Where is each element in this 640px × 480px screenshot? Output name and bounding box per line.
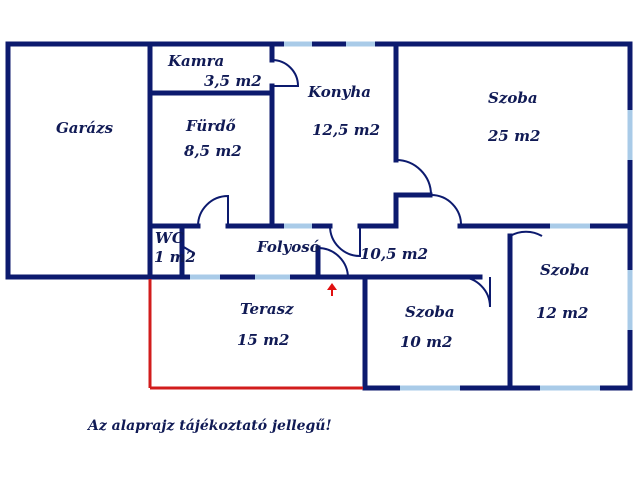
room-name-folyoso: Folyosó [256, 238, 320, 256]
room-area-szoba-large: 25 m2 [487, 127, 540, 145]
room-name-konyha: Konyha [307, 83, 371, 101]
windows [190, 41, 633, 391]
room-name-szoba-right: Szoba [540, 261, 590, 279]
room-name-garazs: Garázs [56, 119, 114, 137]
room-name-furdo: Fürdő [185, 117, 236, 135]
room-name-szoba-small: Szoba [405, 303, 455, 321]
room-name-wc: WC [155, 229, 184, 247]
room-area-terasz: 15 m2 [237, 331, 289, 349]
terrace-outline [148, 279, 363, 390]
room-area-konyha: 12,5 m2 [312, 121, 380, 139]
disclaimer-note: Az alaprajz tájékoztató jellegű! [88, 418, 332, 434]
room-name-terasz: Terasz [240, 300, 294, 318]
doors [181, 59, 543, 308]
room-name-szoba-large: Szoba [488, 89, 538, 107]
entrance-arrow-icon [327, 283, 337, 296]
walls [5, 41, 633, 391]
room-area-folyoso: 10,5 m2 [360, 245, 428, 263]
room-area-szoba-small: 10 m2 [400, 333, 452, 351]
room-area-kamra: 3,5 m2 [204, 72, 262, 90]
room-area-wc: 1 m2 [154, 248, 196, 266]
room-name-kamra: Kamra [167, 52, 224, 70]
room-area-szoba-right: 12 m2 [536, 304, 588, 322]
room-area-furdo: 8,5 m2 [184, 142, 242, 160]
